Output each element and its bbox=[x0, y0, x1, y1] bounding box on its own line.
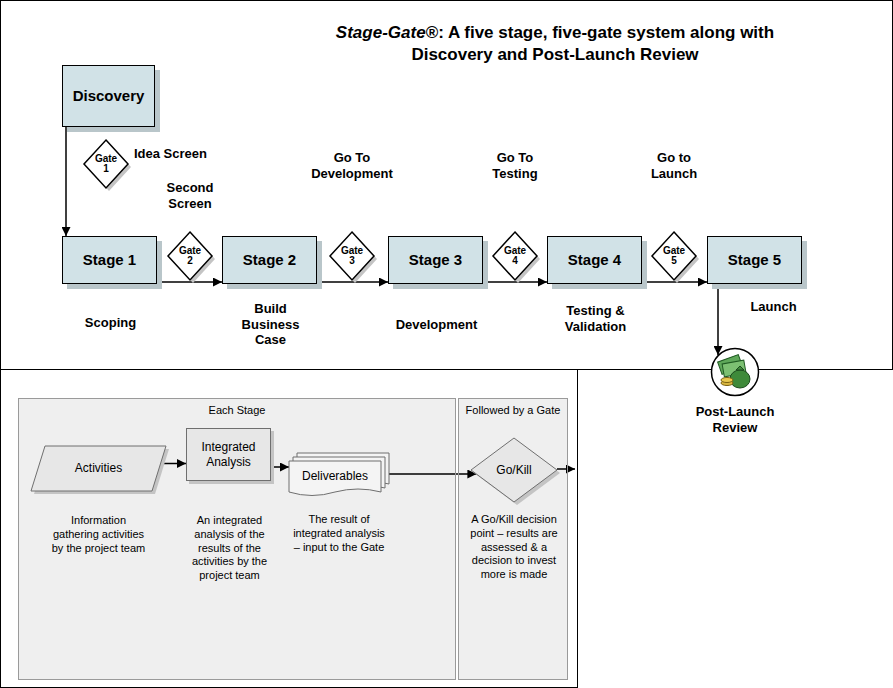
text-wrap: Stage 5 bbox=[708, 237, 801, 283]
label-wrap: Scoping bbox=[66, 315, 156, 331]
text-wrap: Gate 3 bbox=[330, 232, 374, 280]
diagram-title: Stage-Gate®: A five stage, five-gate sys… bbox=[335, 22, 775, 66]
text-wrap: Followed by a Gate bbox=[459, 399, 567, 416]
label-wrap: Information gathering activities by the … bbox=[49, 514, 149, 555]
exit-arrow bbox=[557, 468, 575, 470]
flow-arrow bbox=[717, 284, 719, 355]
text-wrap: Stage 3 bbox=[389, 237, 482, 283]
text-wrap: Integrated Analysis bbox=[187, 429, 270, 480]
stage-panel: ActivitiesInformation gathering activiti… bbox=[18, 398, 456, 680]
node-title: Gate 5 bbox=[659, 246, 689, 267]
stage-caption: Go To Testing bbox=[480, 150, 550, 181]
node-outline bbox=[711, 348, 759, 396]
gate-panel: Go/Kill A Go/Kill decision point – result… bbox=[458, 398, 568, 680]
text-wrap: Each Stage bbox=[19, 399, 455, 416]
node-title: Stage 2 bbox=[243, 251, 296, 268]
flow-arrow bbox=[642, 281, 707, 283]
node-title: Discovery bbox=[73, 87, 145, 104]
label-wrap: Go to Launch bbox=[639, 150, 709, 181]
description-text: An integrated analysis of the results of… bbox=[182, 514, 277, 583]
text-wrap: Gate 2 bbox=[168, 232, 212, 280]
label-wrap: Testing & Validation bbox=[551, 303, 641, 334]
text-wrap: Stage 4 bbox=[548, 237, 641, 283]
label-wrap: Launch bbox=[744, 299, 804, 315]
text-wrap: Stage 1 bbox=[63, 237, 156, 283]
description-text: Information gathering activities by the … bbox=[49, 514, 149, 555]
bottom-frame bbox=[1, 370, 578, 688]
gate-diamond: Gate 4Go To Testing bbox=[493, 232, 537, 280]
flow-arrow bbox=[65, 127, 67, 236]
gate-diamond: Gate 2Second Screen bbox=[168, 232, 212, 280]
label-wrap: Development bbox=[387, 317, 487, 333]
label-wrap: A Go/Kill decision point – results are a… bbox=[464, 513, 564, 582]
stage-box: Stage 5Launch bbox=[707, 236, 802, 284]
text-wrap: Discovery bbox=[63, 66, 154, 126]
gate-diamond: Gate 1Idea Screen bbox=[84, 140, 128, 188]
deliverables-document: DeliverablesThe result of integrated ana… bbox=[289, 453, 389, 495]
stage-caption: Scoping bbox=[66, 315, 156, 331]
flow-arrow bbox=[157, 281, 222, 283]
stage-caption: Build Business Case bbox=[235, 301, 307, 348]
panel-heading: Each Stage bbox=[209, 404, 266, 416]
node-title: Gate 2 bbox=[175, 246, 205, 267]
label-wrap: Go To Development bbox=[300, 150, 405, 181]
flow-arrow bbox=[271, 466, 289, 468]
label-wrap: Go To Testing bbox=[480, 150, 550, 181]
text-wrap: Deliverables bbox=[289, 453, 389, 495]
stage-panel-ground bbox=[18, 398, 456, 680]
stage-caption: Go To Development bbox=[300, 150, 405, 181]
post-launch-icon: Post-Launch Review bbox=[711, 348, 759, 396]
node-title: Gate 3 bbox=[337, 246, 367, 267]
node-title: Gate 1 bbox=[91, 154, 121, 175]
text-wrap: Activities bbox=[31, 446, 166, 491]
go-kill-diamond: Go/KillA Go/Kill decision point – result… bbox=[471, 438, 557, 502]
description-text: A Go/Kill decision point – results are a… bbox=[464, 513, 564, 582]
stage-caption: Second Screen bbox=[153, 180, 228, 211]
label-wrap: The result of integrated analysis – inpu… bbox=[292, 513, 387, 554]
label-wrap: An integrated analysis of the results of… bbox=[182, 514, 277, 583]
gate-panel-ground bbox=[458, 398, 568, 680]
node-title: Deliverables bbox=[302, 469, 368, 483]
title-wrap: Stage-Gate®: A five stage, five-gate sys… bbox=[335, 22, 775, 66]
node-title: Go/Kill bbox=[496, 463, 531, 477]
stage-caption: Go to Launch bbox=[639, 150, 709, 181]
text-wrap: Gate 1 bbox=[84, 140, 128, 188]
stage-box: Stage 3Development bbox=[388, 236, 483, 284]
node-title: Stage 5 bbox=[728, 251, 781, 268]
node-title: Stage 1 bbox=[83, 251, 136, 268]
stage-caption: Launch bbox=[744, 299, 804, 315]
node-title: Activities bbox=[75, 461, 122, 475]
label-wrap: Second Screen bbox=[153, 180, 228, 211]
node-title: Stage 4 bbox=[568, 251, 621, 268]
stage-box: Stage 2Build Business Case bbox=[222, 236, 317, 284]
flow-arrow bbox=[483, 281, 547, 283]
label-wrap: Idea Screen bbox=[134, 146, 244, 162]
stage-caption: Testing & Validation bbox=[551, 303, 641, 334]
description-text: The result of integrated analysis – inpu… bbox=[292, 513, 387, 554]
stage-box: Stage 1Scoping bbox=[62, 236, 157, 284]
discovery-box: Discovery bbox=[62, 65, 155, 127]
text-wrap: Gate 5 bbox=[652, 232, 696, 280]
node-label: Post-Launch Review bbox=[680, 404, 790, 435]
text-wrap: Go/Kill bbox=[471, 438, 557, 502]
gate-diamond: Gate 3Go To Development bbox=[330, 232, 374, 280]
panel-heading: Followed by a Gate bbox=[466, 404, 561, 416]
stage-caption: Development bbox=[387, 317, 487, 333]
flow-arrow bbox=[389, 473, 476, 475]
activities-box: ActivitiesInformation gathering activiti… bbox=[31, 446, 166, 491]
node-title: Stage 3 bbox=[409, 251, 462, 268]
stage-caption: Idea Screen bbox=[134, 146, 244, 162]
label-wrap: Post-Launch Review bbox=[680, 404, 790, 435]
gate-diamond: Gate 5Go to Launch bbox=[652, 232, 696, 280]
flow-arrow bbox=[317, 281, 388, 283]
stage-box: Stage 4Testing & Validation bbox=[547, 236, 642, 284]
node-title: Gate 4 bbox=[500, 246, 530, 267]
text-wrap: Stage 2 bbox=[223, 237, 316, 283]
text-wrap: Gate 4 bbox=[493, 232, 537, 280]
top-frame bbox=[1, 1, 893, 370]
label-wrap: Build Business Case bbox=[235, 301, 307, 348]
node-title: Integrated Analysis bbox=[187, 440, 270, 469]
analysis-box: Integrated AnalysisAn integrated analysi… bbox=[186, 428, 271, 481]
